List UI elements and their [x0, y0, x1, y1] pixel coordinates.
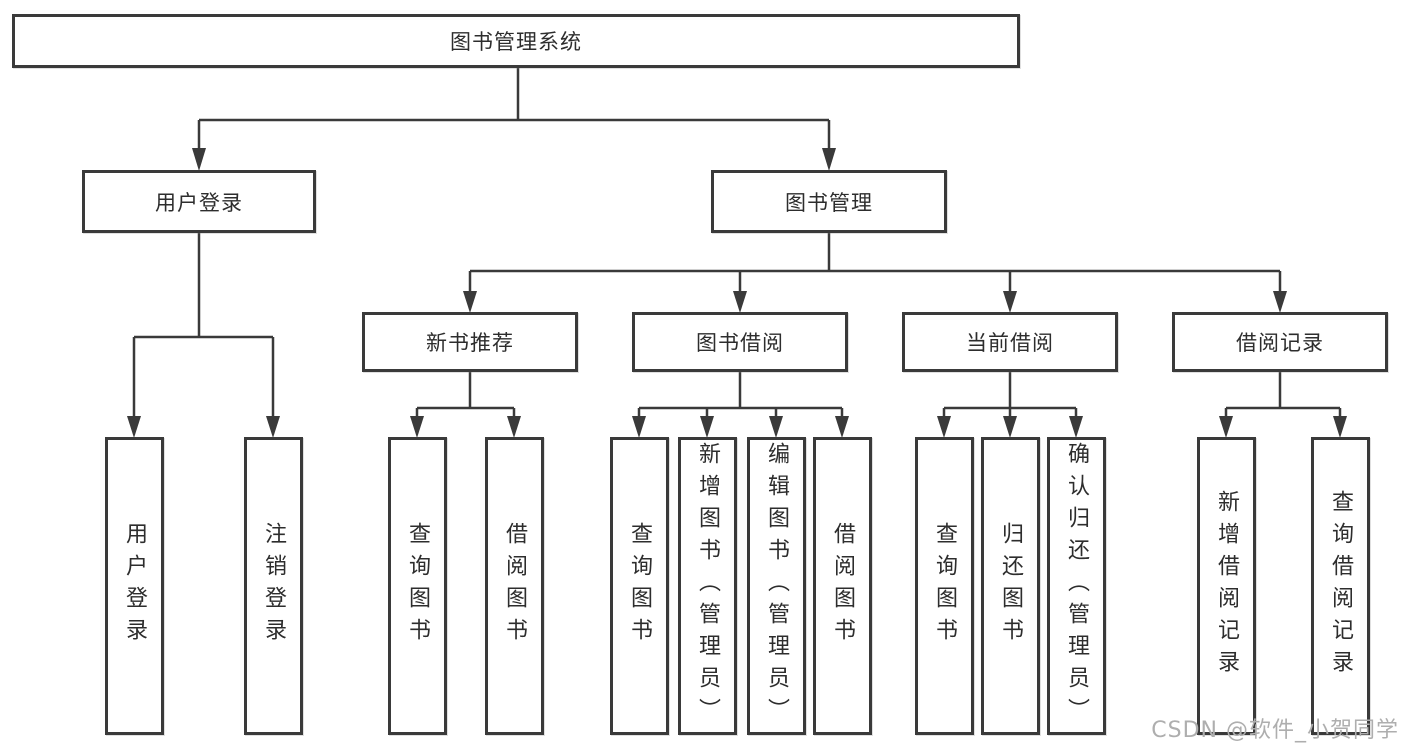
csdn-watermark: CSDN @软件_小贺同学	[1151, 718, 1399, 743]
leaf-confirm-return-admin: 确认归还（管理员）	[1046, 437, 1106, 735]
leaf-edit-book-admin: 编辑图书（管理员）	[746, 437, 806, 735]
leaf-logout: 注销登录	[243, 437, 303, 735]
node-book-management: 图书管理	[711, 170, 947, 233]
leaf-add-book-admin: 新增图书（管理员）	[677, 437, 737, 735]
node-library-system: 图书管理系统	[12, 14, 1020, 68]
arrowheads	[127, 148, 1347, 438]
leaf-user-login: 用户登录	[104, 437, 164, 735]
node-book-borrowing: 图书借阅	[632, 312, 848, 372]
node-new-book-recommend: 新书推荐	[362, 312, 578, 372]
leaf-query-borrow-record: 查询借阅记录	[1310, 437, 1370, 735]
leaf-return-books: 归还图书	[980, 437, 1040, 735]
node-current-borrowing: 当前借阅	[902, 312, 1118, 372]
leaf-query-books-current: 查询图书	[914, 437, 974, 735]
leaf-add-borrow-record: 新增借阅记录	[1196, 437, 1256, 735]
node-borrow-records: 借阅记录	[1172, 312, 1388, 372]
node-user-login: 用户登录	[82, 170, 316, 233]
leaf-borrow-books: 借阅图书	[812, 437, 872, 735]
leaf-borrow-books-recommend: 借阅图书	[484, 437, 544, 735]
leaf-query-books-recommend: 查询图书	[387, 437, 447, 735]
leaf-query-books-borrowing: 查询图书	[609, 437, 669, 735]
